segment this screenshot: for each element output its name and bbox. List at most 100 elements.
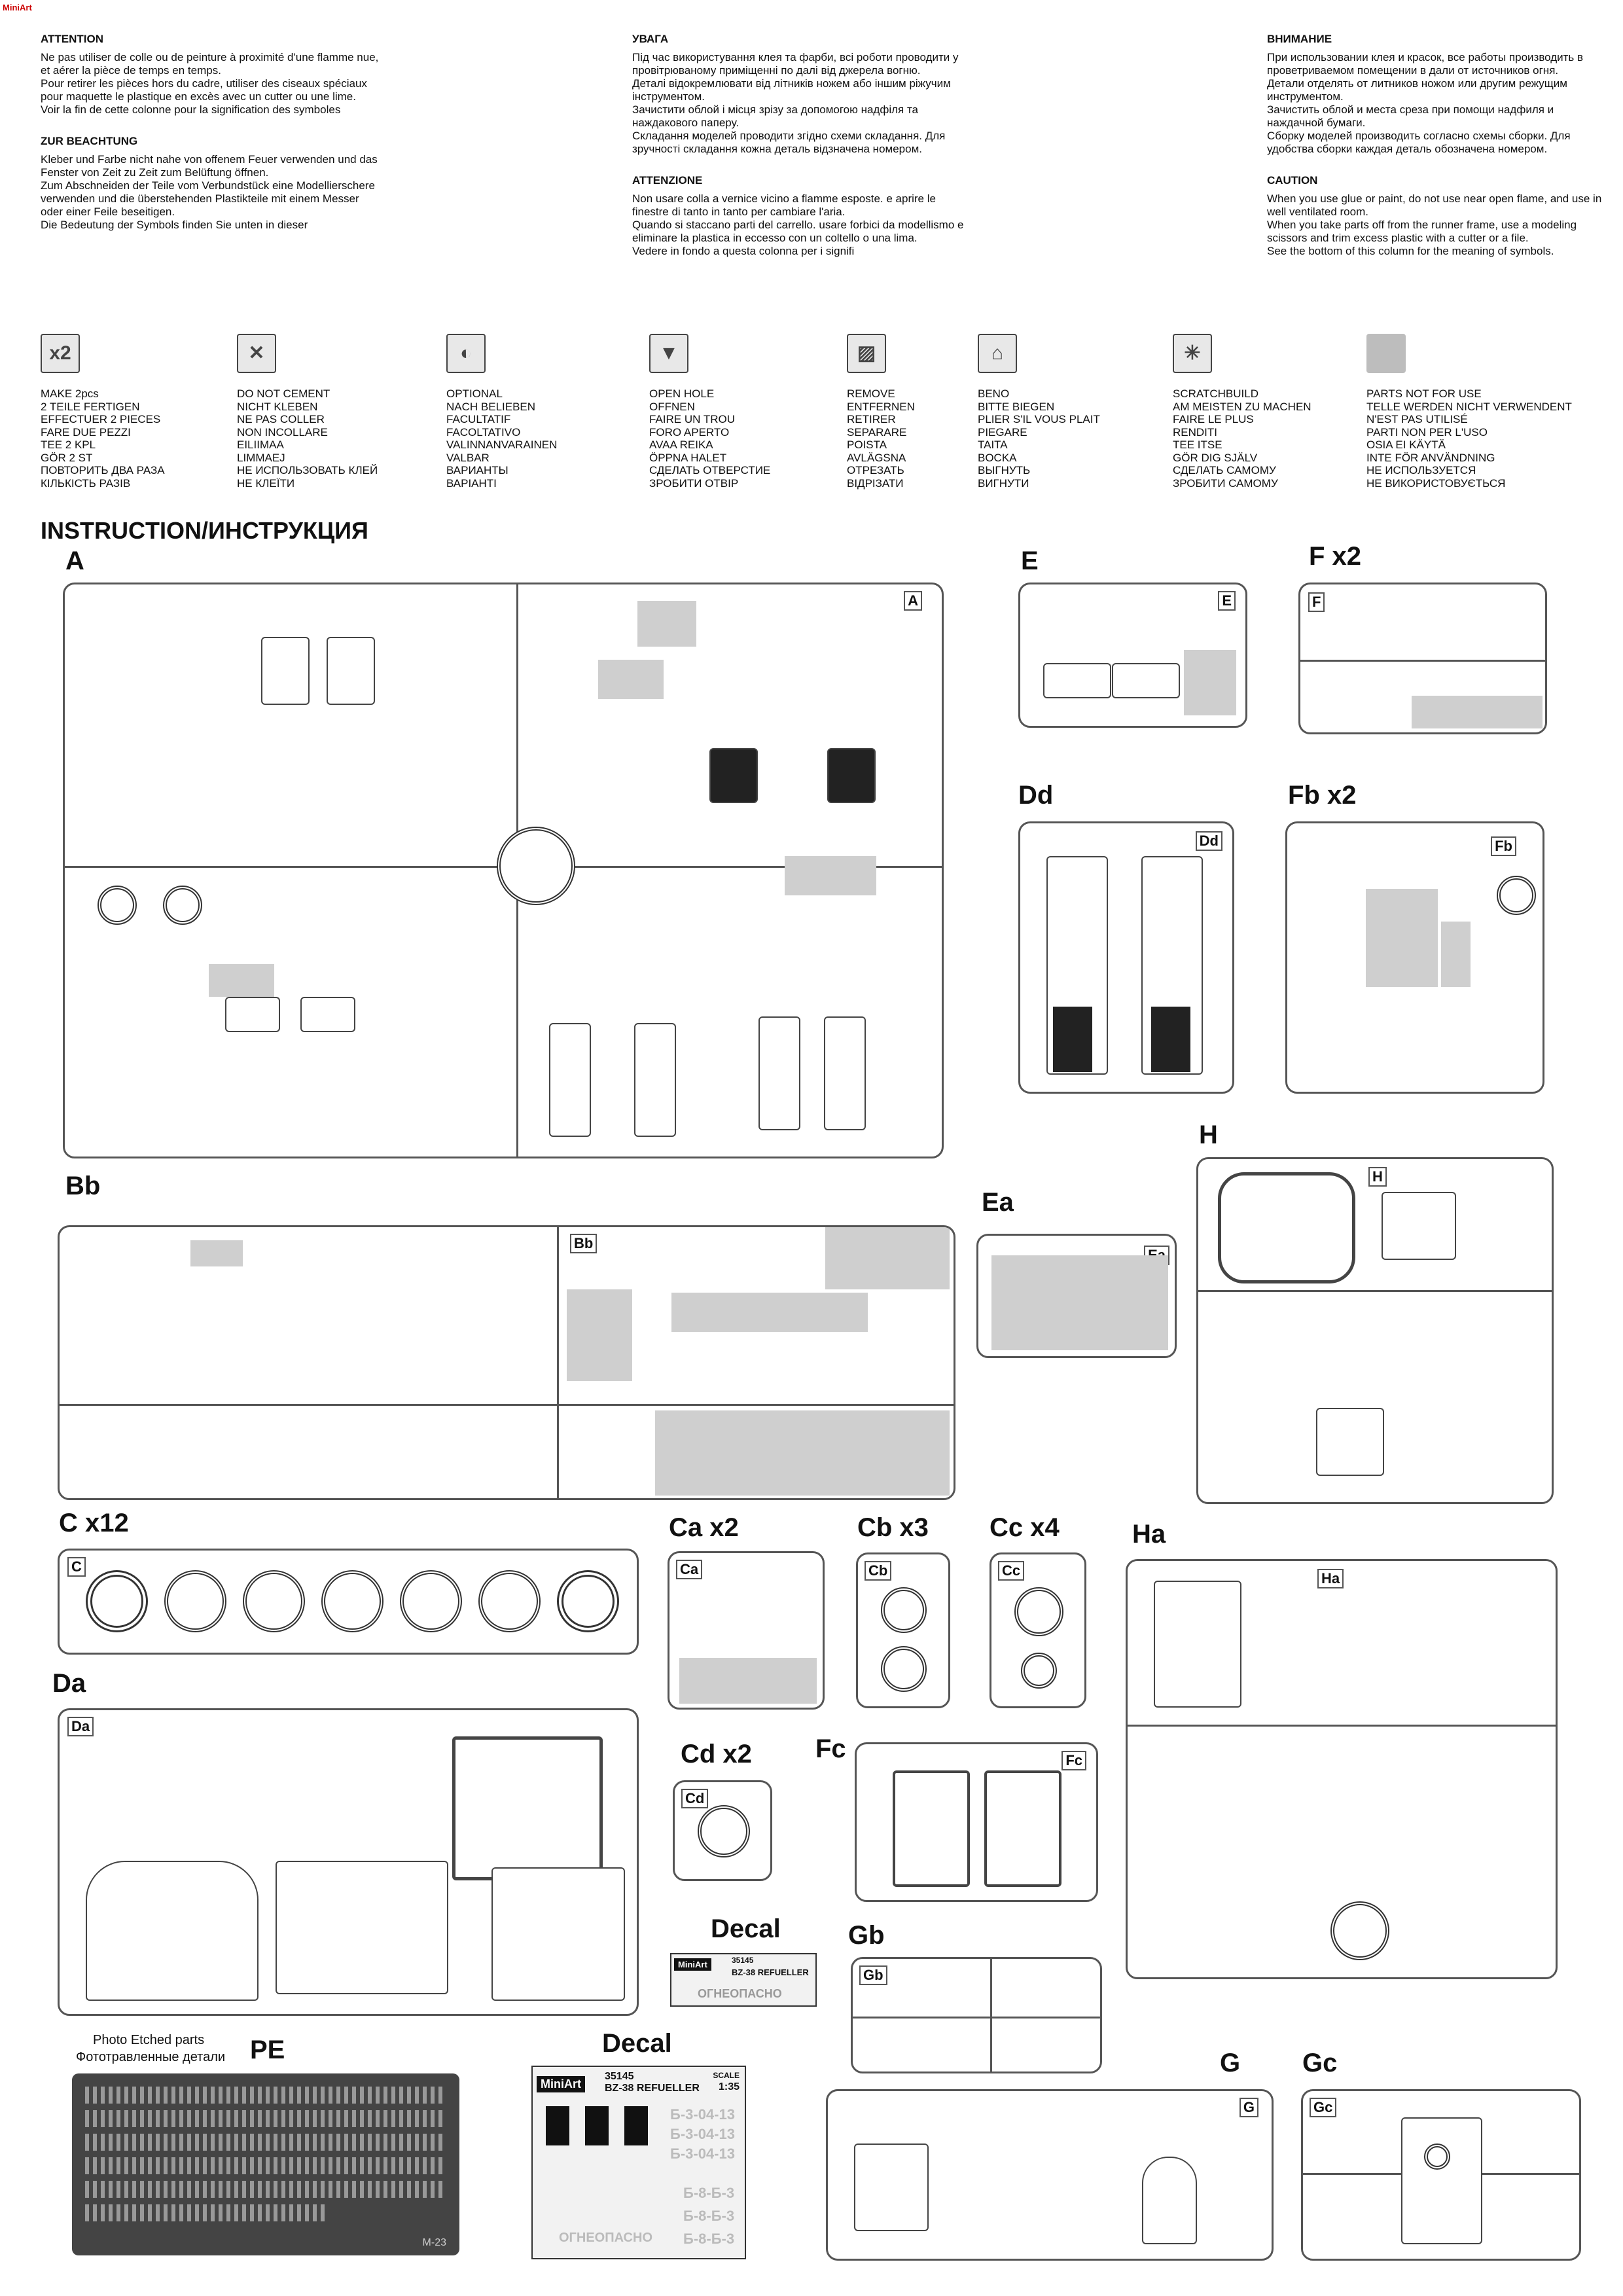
symbol-line: ПОВТОРИТЬ ДВА РАЗА	[41, 464, 165, 476]
symbol-line: BITTE BIEGEN	[978, 400, 1055, 413]
sprue-cd-tag: Cd	[681, 1789, 709, 1808]
symbol-line: DO NOT CEMENT	[237, 387, 330, 400]
sprue-c: C	[58, 1549, 639, 1655]
decal-brand: MiniArt	[674, 1958, 711, 1971]
symbol-line: OSIA EI KÄYTÄ	[1366, 439, 1446, 451]
sprue-a-label: A	[65, 547, 84, 575]
text-en: When you use glue or paint, do not use n…	[1267, 192, 1602, 257]
no-glue-icon: ✕	[237, 334, 276, 373]
decal-name: BZ-38 REFUELLER	[605, 2083, 700, 2094]
symbol-line: NON INCOLLARE	[237, 425, 328, 439]
sprue-fc-label: Fc	[815, 1734, 846, 1763]
symbol-line: PARTI NON PER L'USO	[1366, 425, 1488, 439]
sprue-h: H	[1196, 1157, 1554, 1504]
decal-kit: 35145	[605, 2071, 634, 2082]
decal-plate: Б-3-04-13	[670, 2106, 735, 2123]
sprue-a-tag: A	[904, 591, 922, 611]
text-ua: Під час використування клея та фарби, вс…	[632, 51, 959, 155]
symbol-line: RENDITI	[1173, 425, 1217, 439]
decal-plate: Б-8-Б-3	[683, 2208, 735, 2224]
symbol-line: EILIIMAA	[237, 439, 284, 451]
sprue-f-label: F x2	[1309, 542, 1362, 571]
symbol-line: FACULTATIF	[446, 413, 511, 425]
symbol-line: КІЛЬКІСТЬ РАЗІВ	[41, 476, 131, 490]
symbol-line: ВИГНУТИ	[978, 476, 1029, 490]
warning-column-middle: УВАГА Під час використування клея та фар…	[632, 33, 972, 276]
decal-scale: 1:35	[718, 2081, 740, 2092]
decal-plate: Б-8-Б-3	[683, 2185, 735, 2201]
symbol-line: OFFNEN	[649, 400, 695, 413]
sprue-bb: Bb	[58, 1225, 955, 1500]
sprue-e: E	[1018, 583, 1247, 728]
decal-warning: ОГНЕОПАСНО	[698, 1987, 782, 2000]
sprue-da-tag: Da	[67, 1717, 94, 1736]
text-ru: При использовании клея и красок, все раб…	[1267, 51, 1584, 155]
decal-sheet-small: MiniArt 35145 BZ-38 REFUELLER ОГНЕОПАСНО	[670, 1953, 817, 2007]
corner-logo: MiniArt	[3, 3, 32, 12]
symbol-line: TAITA	[978, 439, 1008, 451]
symbol-line: SEPARARE	[847, 425, 907, 439]
symbol-line: ВАРІАНТІ	[446, 476, 497, 490]
optional-icon: ◐	[446, 334, 486, 373]
sprue-cd: Cd	[673, 1780, 772, 1881]
sprue-gc: Gc	[1301, 2089, 1581, 2261]
symbol-line: OPEN HOLE	[649, 387, 715, 400]
symbol-line: VALBAR	[446, 451, 490, 464]
pe-label: PE	[250, 2036, 285, 2064]
sprue-gb: Gb	[851, 1957, 1102, 2073]
heading-it: ATTENZIONE	[632, 174, 703, 187]
symbol-line: AVAA REIKA	[649, 439, 713, 451]
symbol-line: GÖR DIG SJÄLV	[1173, 451, 1258, 464]
heading-en: CAUTION	[1267, 174, 1318, 187]
symbol-line: ЗРОБИТИ САМОМУ	[1173, 476, 1278, 490]
sprue-cc-label: Cc x4	[990, 1513, 1060, 1542]
symbol-line: TEE ITSE	[1173, 439, 1222, 451]
symbol-line: НЕ ВИКОРИСТОВУЄТЬСЯ	[1366, 476, 1506, 490]
text-it: Non usare colla a vernice vicino a flamm…	[632, 192, 964, 257]
sprue-ea-label: Ea	[982, 1188, 1014, 1217]
symbol-line: ОТРЕЗАТЬ	[847, 464, 904, 476]
sprue-cb-label: Cb x3	[857, 1513, 929, 1542]
symbol-line: НЕ КЛЕЇТИ	[237, 476, 295, 490]
sprue-gb-tag: Gb	[859, 1965, 887, 1985]
pe-caption-ru: Фототравленные детали	[76, 2050, 226, 2064]
decal-plate: Б-3-04-13	[670, 2126, 735, 2142]
symbol-line: FAIRE LE PLUS	[1173, 413, 1254, 425]
sprue-h-tag: H	[1368, 1167, 1387, 1187]
symbol-line: FARE DUE PEZZI	[41, 425, 131, 439]
symbol-line: BENO	[978, 387, 1010, 400]
sprue-ha-label: Ha	[1132, 1520, 1166, 1549]
decal-sheet-large: MiniArt 35145 BZ-38 REFUELLER SCALE 1:35…	[531, 2066, 746, 2259]
decal-kit: 35145	[732, 1956, 754, 1965]
decal-warning: ОГНЕОПАСНО	[559, 2231, 652, 2245]
pe-code: M-23	[422, 2237, 446, 2248]
symbol-line: SCRATCHBUILD	[1173, 387, 1258, 400]
sprue-dd-label: Dd	[1018, 781, 1054, 810]
sprue-gc-label: Gc	[1302, 2049, 1338, 2077]
decal-brand: MiniArt	[537, 2076, 585, 2092]
sprue-cd-label: Cd x2	[681, 1740, 752, 1768]
photo-etch-fret: M-23	[72, 2073, 459, 2255]
heading-fr: ATTENTION	[41, 33, 104, 45]
bend-icon: ⌂	[978, 334, 1017, 373]
open-hole-icon: ▼	[649, 334, 688, 373]
sprue-da: Da	[58, 1708, 639, 2016]
symbol-line: FORO APERTO	[649, 425, 730, 439]
symbol-line: PARTS NOT FOR USE	[1366, 387, 1482, 400]
symbol-line: TEE 2 KPL	[41, 439, 96, 451]
decal-name: BZ-38 REFUELLER	[732, 1967, 809, 1977]
decal-large-label: Decal	[602, 2029, 672, 2058]
heading-ua: УВАГА	[632, 33, 669, 45]
symbol-line: NE PAS COLLER	[237, 413, 325, 425]
symbol-line: AM MEISTEN ZU MACHEN	[1173, 400, 1311, 413]
symbol-line: LIMMAEJ	[237, 451, 285, 464]
scratchbuild-icon: ✳	[1173, 334, 1212, 373]
sprue-bb-label: Bb	[65, 1172, 101, 1200]
sprue-g-tag: G	[1239, 2098, 1258, 2117]
sprue-ea: Ea	[976, 1234, 1177, 1358]
sprue-fb: Fb	[1285, 821, 1544, 1094]
sprue-gc-tag: Gc	[1310, 2098, 1337, 2117]
sprue-ha-tag: Ha	[1317, 1569, 1344, 1588]
